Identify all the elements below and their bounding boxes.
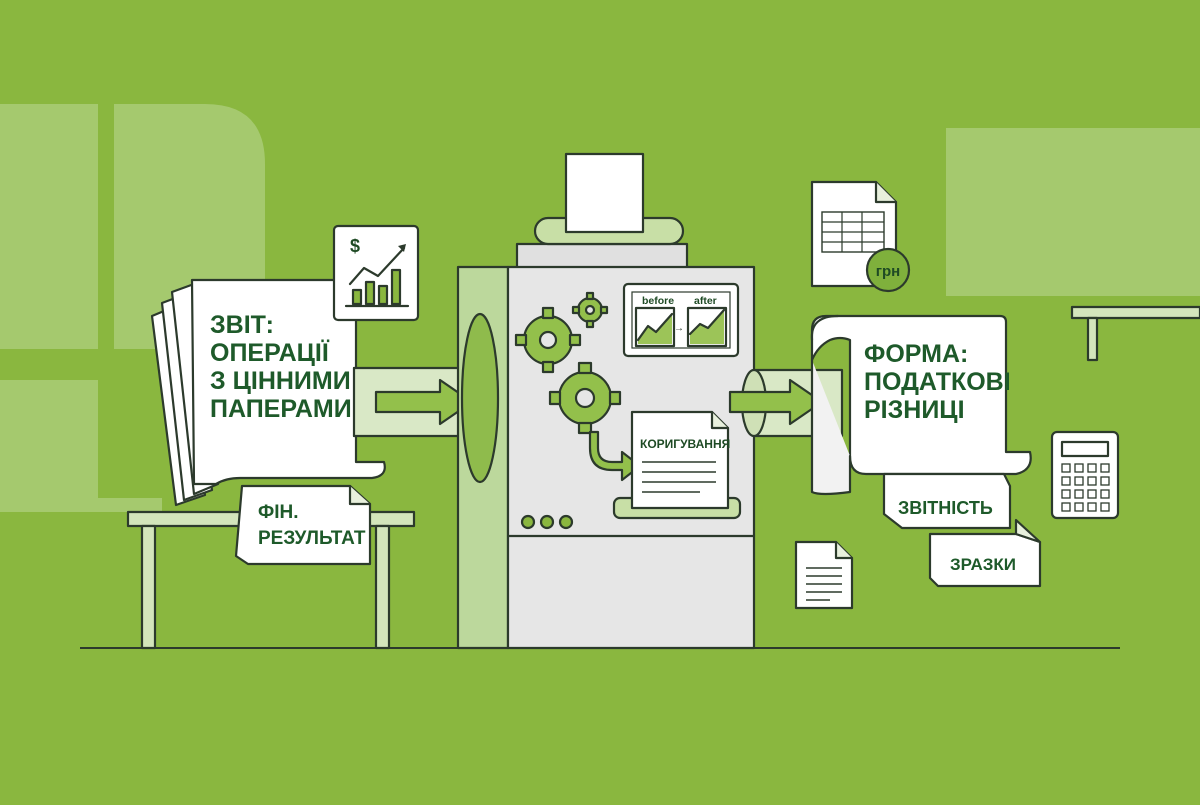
report-main-sheet xyxy=(190,278,386,486)
reporting-tag-label: ЗВІТНІСТЬ xyxy=(898,498,993,518)
report-title-line-1: ЗВІТ: xyxy=(210,311,274,339)
report-title-line-3: З ЦІННИМИ xyxy=(210,367,351,395)
document-icon xyxy=(794,540,854,610)
tax-form-title-line-3: РІЗНИЦІ xyxy=(864,396,965,424)
samples-tag xyxy=(928,518,1042,588)
dollar-chart-icon: $ xyxy=(332,224,420,322)
background-chair xyxy=(0,382,162,512)
monitor-before-label: before xyxy=(642,295,674,307)
samples-tag-label: ЗРАЗКИ xyxy=(950,555,1016,574)
arrow-right-icon xyxy=(728,378,824,426)
report-title-line-4: ПАПЕРАМИ xyxy=(210,395,352,423)
arrow-right-icon xyxy=(374,378,474,426)
currency-badge-label: грн xyxy=(876,263,900,280)
monitor-chart-icon: → xyxy=(622,282,740,358)
report-title-line-2: ОПЕРАЦІЇ xyxy=(210,339,330,367)
tax-form-scroll xyxy=(810,314,1032,496)
gear-icon xyxy=(514,306,582,374)
fin-result-line-2: РЕЗУЛЬТАТ xyxy=(258,528,366,549)
small-gear-icon xyxy=(571,291,609,329)
fin-result-card xyxy=(234,484,372,566)
correction-document-label: КОРИГУВАННЯ xyxy=(640,437,730,451)
correction-document xyxy=(630,410,730,510)
tax-form-title-line-1: ФОРМА: xyxy=(864,340,968,368)
fin-result-label: ФІН. РЕЗУЛЬТАТ xyxy=(258,502,366,549)
reporting-tag xyxy=(882,472,1012,530)
spreadsheet-icon xyxy=(810,180,911,293)
right-side-table xyxy=(1070,305,1200,362)
fin-result-line-1: ФІН. xyxy=(258,502,299,523)
report-title: ЗВІТ: ОПЕРАЦІЇ З ЦІННИМИ ПАПЕРАМИ xyxy=(210,311,358,423)
monitor-after-label: after xyxy=(694,295,717,307)
calculator-icon xyxy=(1050,430,1120,520)
tax-form-title: ФОРМА: ПОДАТКОВІ РІЗНИЦІ xyxy=(864,340,1018,424)
large-gear-icon xyxy=(548,361,622,435)
tax-form-title-line-2: ПОДАТКОВІ xyxy=(864,368,1011,396)
dollar-sign-icon: $ xyxy=(350,236,360,256)
monitor-arrow-icon: → xyxy=(674,323,684,334)
